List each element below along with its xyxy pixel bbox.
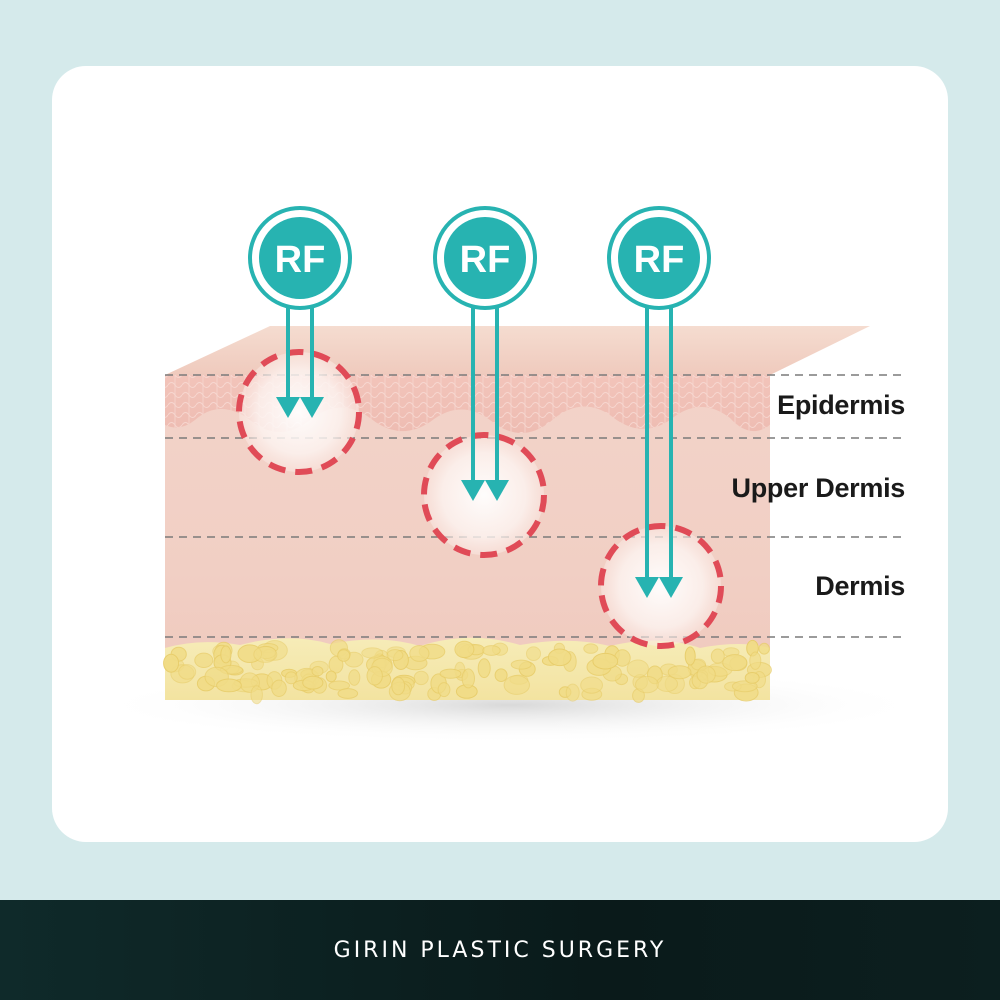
fat-globule xyxy=(758,642,770,655)
fat-globule xyxy=(250,685,263,705)
fat-globule xyxy=(592,652,619,670)
fat-globule xyxy=(366,666,383,686)
target-zone-upper-dermis xyxy=(421,432,547,558)
fat-globule xyxy=(361,647,384,659)
label-dermis: Dermis xyxy=(815,571,905,601)
rf-badge-2: RF xyxy=(433,206,537,310)
rf-arrow-pair-2 xyxy=(461,300,509,501)
fat-globule xyxy=(178,664,197,680)
fat-globule xyxy=(744,672,760,684)
brand-name: GIRIN PLASTIC SURGERY xyxy=(333,937,667,963)
fat-globule xyxy=(494,668,508,683)
fat-layer xyxy=(163,637,772,705)
fat-globule xyxy=(749,651,762,670)
fat-globule xyxy=(253,645,278,663)
skin-rf-diagram: RF RF RF xyxy=(90,206,930,743)
rf-badge-label: RF xyxy=(460,239,511,281)
fat-globule xyxy=(216,678,242,693)
fat-globule xyxy=(386,649,404,662)
fat-globule xyxy=(391,676,406,696)
rf-badge-label: RF xyxy=(634,239,685,281)
fat-globule xyxy=(482,645,501,656)
fat-globule xyxy=(163,653,180,673)
rf-arrows xyxy=(276,300,683,598)
fat-globule xyxy=(565,683,580,702)
fat-globule xyxy=(503,675,530,695)
fat-globule xyxy=(667,665,692,680)
fat-globule xyxy=(311,666,324,677)
fat-globule xyxy=(194,652,214,668)
fat-globule xyxy=(684,646,696,666)
fat-globule xyxy=(437,682,451,698)
layer-guide-lines xyxy=(165,374,905,638)
rf-arrow-pair-1 xyxy=(276,300,324,418)
fat-globule xyxy=(510,659,532,670)
label-upper-dermis: Upper Dermis xyxy=(731,473,906,503)
rf-badge-label: RF xyxy=(275,239,326,281)
footer-bar: GIRIN PLASTIC SURGERY xyxy=(0,900,1000,1000)
fat-globule xyxy=(626,659,649,678)
rf-badge-3: RF xyxy=(607,206,711,310)
fat-globule xyxy=(302,675,324,690)
fat-globule xyxy=(409,645,430,662)
fat-globule xyxy=(337,688,359,699)
fat-globule xyxy=(710,648,725,664)
fat-globule xyxy=(656,675,678,693)
fat-globule xyxy=(439,668,462,679)
fat-globule xyxy=(477,658,491,679)
rf-badge-1: RF xyxy=(248,206,352,310)
fat-globule xyxy=(325,670,337,683)
skin-top-surface xyxy=(165,326,870,375)
fat-globule xyxy=(461,668,475,689)
target-zone-epidermis xyxy=(236,349,362,475)
fat-globule xyxy=(696,665,716,684)
target-zone-dermis xyxy=(598,523,724,649)
fat-globule xyxy=(271,679,287,697)
fat-globule xyxy=(583,643,599,654)
fat-globule xyxy=(454,640,475,659)
fat-globule xyxy=(328,680,351,691)
fat-globule xyxy=(526,646,541,662)
fat-globule xyxy=(348,669,361,686)
fat-globule xyxy=(337,649,351,662)
fat-globule xyxy=(635,675,659,694)
fat-globule xyxy=(413,670,429,686)
fat-globule xyxy=(547,648,572,667)
fat-globule xyxy=(220,645,232,664)
fat-globule xyxy=(722,654,748,672)
fat-globule xyxy=(284,671,298,685)
label-epidermis: Epidermis xyxy=(777,390,905,420)
rf-arrow-pair-3 xyxy=(635,300,683,598)
fat-globule xyxy=(580,676,603,694)
